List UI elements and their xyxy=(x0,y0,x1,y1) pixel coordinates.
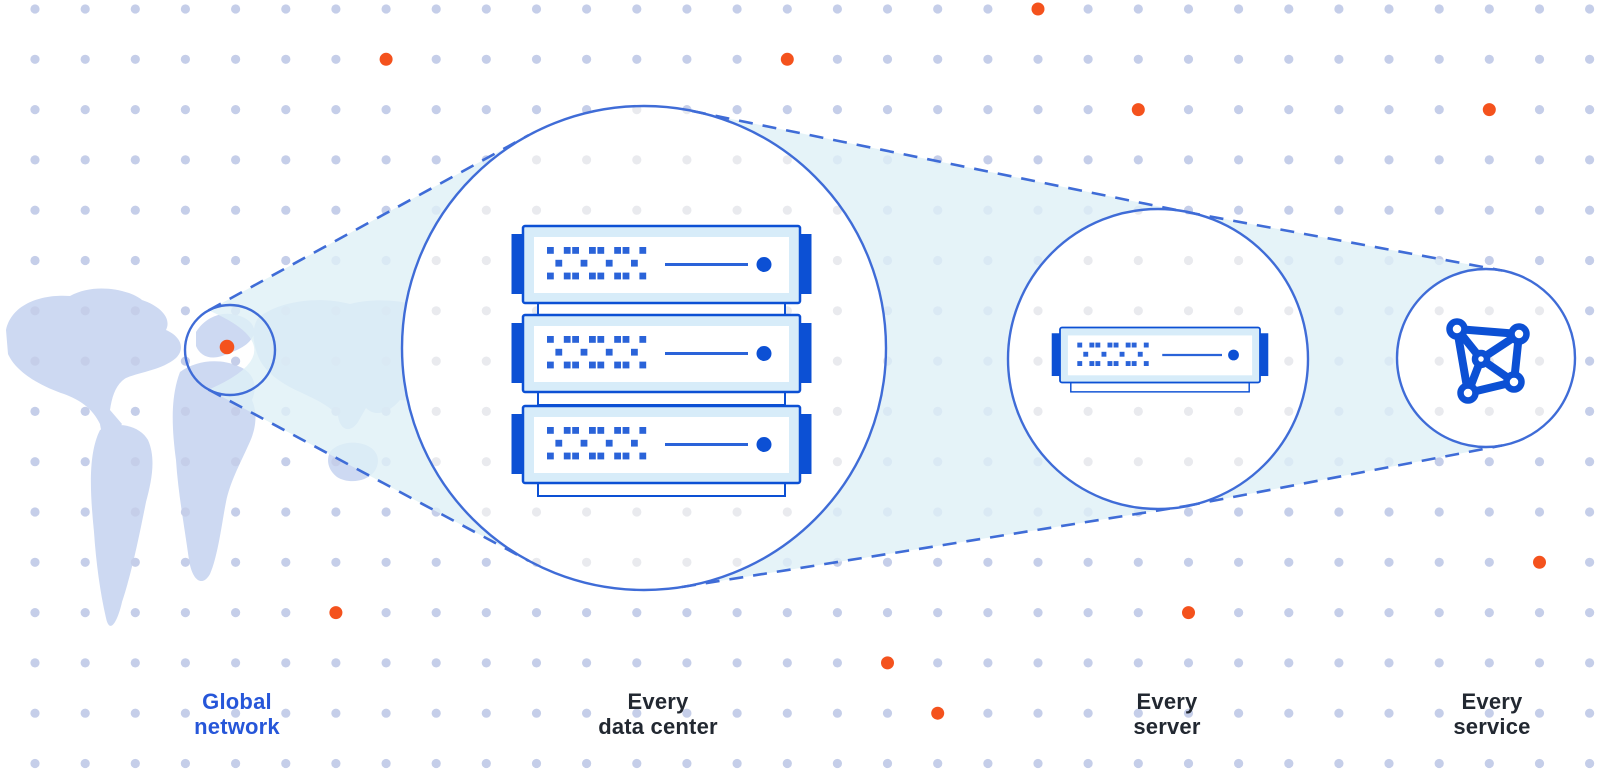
orange-accent-dots xyxy=(329,2,1546,720)
mesh-node-bottom-right xyxy=(1503,371,1525,393)
server-unit xyxy=(511,313,812,406)
orange-dot xyxy=(329,606,343,620)
mesh-node-bottom-left xyxy=(1457,382,1479,404)
continent-north-america xyxy=(6,288,181,442)
orange-dot xyxy=(1131,103,1145,117)
server-circle xyxy=(1006,207,1310,511)
orange-dot xyxy=(379,52,393,66)
label-global-network: Global network xyxy=(194,689,280,739)
orange-dot xyxy=(1533,555,1546,569)
mesh-node-top-left xyxy=(1446,318,1468,340)
continent-south-america xyxy=(90,425,153,626)
server-led-dot xyxy=(756,257,772,272)
server-rack-illustration xyxy=(511,224,812,497)
circle-outlines xyxy=(183,104,1577,592)
orange-dot xyxy=(1482,103,1496,117)
orange-dot xyxy=(1182,606,1195,620)
mesh-node-center xyxy=(1471,349,1491,369)
orange-dot xyxy=(1031,2,1045,16)
server-dither-pattern xyxy=(547,336,647,369)
server-dither-pattern xyxy=(1077,342,1149,366)
label-every-service: Every service xyxy=(1453,689,1531,739)
server-dither-pattern xyxy=(547,427,647,460)
orange-dot xyxy=(931,706,945,720)
orange-dot xyxy=(780,52,794,66)
service-circle xyxy=(1395,267,1577,449)
single-server-illustration xyxy=(1051,326,1269,393)
server-unit xyxy=(1051,326,1269,393)
server-unit xyxy=(511,404,812,497)
dashed-zoom-lines xyxy=(207,109,1503,589)
label-every-server: Every server xyxy=(1133,689,1201,739)
server-led-dot xyxy=(1228,349,1239,361)
data-center-circle xyxy=(400,104,888,592)
label-every-data-center: Every data center xyxy=(598,689,718,739)
server-led-dot xyxy=(756,346,772,361)
service-mesh-icon xyxy=(1446,318,1530,404)
orange-dot xyxy=(881,656,894,670)
mesh-node-top-right xyxy=(1508,323,1530,345)
map-location-marker-icon xyxy=(219,339,235,355)
server-led-dot xyxy=(756,437,772,452)
continent-africa xyxy=(172,361,256,582)
server-unit xyxy=(511,224,812,317)
server-dither-pattern xyxy=(547,247,647,280)
map-zoom-circle xyxy=(183,303,277,397)
